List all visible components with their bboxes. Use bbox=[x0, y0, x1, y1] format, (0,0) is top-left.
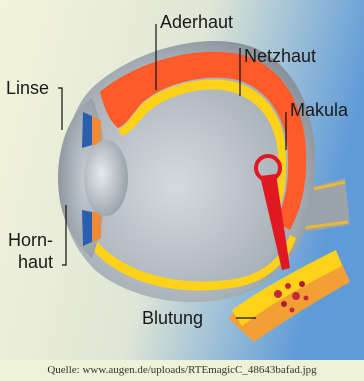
label-netzhaut: Netzhaut bbox=[244, 46, 316, 66]
iris-lower-front bbox=[82, 210, 92, 246]
label-blutung: Blutung bbox=[142, 308, 203, 328]
label-makula: Makula bbox=[290, 100, 349, 120]
iris-upper-front bbox=[82, 112, 92, 148]
lens bbox=[84, 140, 128, 216]
label-linse: Linse bbox=[6, 78, 49, 98]
iris-upper-back bbox=[92, 116, 101, 146]
label-aderhaut: Aderhaut bbox=[160, 12, 233, 32]
image-source-caption: Quelle: www.augen.de/uploads/RTEmagicC_4… bbox=[0, 360, 364, 381]
eye-cross-section-diagram: Aderhaut Netzhaut Linse Makula Horn- hau… bbox=[0, 0, 364, 360]
label-hornhaut-line2: haut bbox=[18, 252, 53, 272]
iris-lower-back bbox=[92, 211, 101, 242]
label-hornhaut-line1: Horn- bbox=[8, 230, 53, 250]
